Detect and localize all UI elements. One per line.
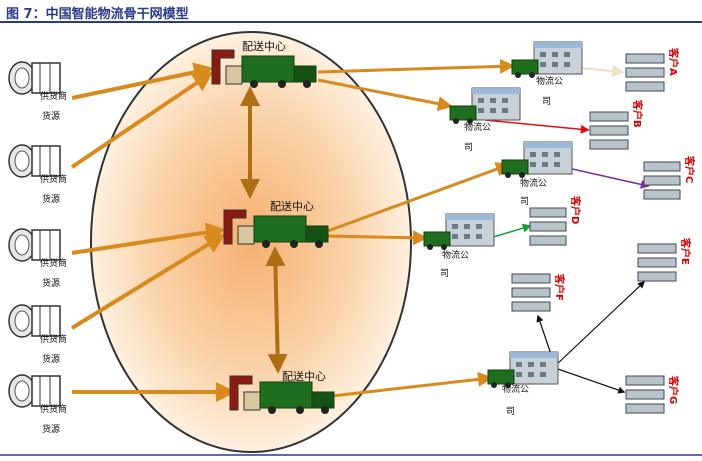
building-truck-icon	[487, 351, 559, 388]
supplier-icon	[8, 304, 61, 338]
customer-buildings-icon	[589, 111, 629, 150]
logistics-company-label: 物流公	[520, 177, 547, 189]
warehouse-truck-icon	[229, 375, 335, 414]
supplier-label: 供货商	[40, 90, 67, 102]
distribution-center-label: 配送中心	[242, 39, 286, 53]
customer-E: 客户E	[637, 237, 692, 282]
arrow-log4-custD	[489, 223, 532, 239]
supplier-sublabel: 货源	[42, 110, 60, 122]
customer-A: 客户A	[625, 47, 680, 92]
logistics-company-label: 物流公	[536, 75, 563, 87]
logistics-company-5: 物流公 司	[487, 351, 559, 417]
supplier-sublabel: 货源	[42, 277, 60, 289]
supplier-icon	[8, 374, 61, 408]
building-truck-icon	[423, 213, 495, 250]
supplier-label: 供货商	[40, 333, 67, 345]
customer-buildings-icon	[529, 207, 567, 246]
logistics-company-sublabel: 司	[542, 96, 551, 107]
supplier-1: 供货商 货源	[8, 61, 67, 122]
supplier-icon	[8, 228, 61, 262]
arrow-dc2-log4	[324, 230, 428, 246]
customer-buildings-icon	[511, 273, 551, 312]
supplier-3: 供货商 货源	[8, 228, 67, 289]
customer-D: 客户D	[529, 195, 582, 246]
customer-B: 客户B	[589, 99, 644, 150]
arrow-supplier3-dc2	[71, 222, 226, 255]
supplier-label: 供货商	[40, 403, 67, 415]
supplier-4: 供货商 货源	[8, 304, 67, 365]
arrow-log1-custA	[579, 65, 625, 78]
customer-buildings-icon	[637, 243, 677, 282]
customer-buildings-icon	[625, 375, 665, 414]
supplier-sublabel: 货源	[42, 193, 60, 205]
logistics-company-label: 物流公	[464, 121, 491, 133]
customer-buildings-icon	[625, 53, 665, 92]
customer-label: 客户D	[569, 195, 582, 224]
customer-G: 客户G	[625, 375, 680, 414]
building-truck-icon	[501, 141, 573, 178]
supplier-5: 供货商 货源	[8, 374, 67, 435]
supplier-2: 供货商 货源	[8, 144, 67, 205]
figure-title: 图 7：中国智能物流骨干网模型	[6, 7, 189, 22]
distribution-center-3: 配送中心	[229, 369, 335, 414]
customer-C: 客户C	[643, 155, 696, 200]
distribution-center-2: 配送中心	[223, 199, 329, 248]
building-truck-icon	[449, 87, 521, 124]
logistics-company-sublabel: 司	[520, 196, 529, 207]
logistics-company-4: 物流公 司	[423, 213, 495, 279]
arrow-dc2-dc3	[265, 246, 288, 374]
logistics-company-1: 物流公 司	[511, 41, 583, 107]
customer-label: 客户G	[667, 375, 680, 404]
arrow-dc1-log1	[317, 58, 515, 74]
arrow-dc3-log5	[331, 371, 493, 398]
arrow-supplier1-dc1	[71, 62, 214, 100]
supplier-icon	[8, 61, 61, 95]
warehouse-truck-icon	[223, 209, 329, 248]
dc-links	[240, 86, 288, 374]
supplier-label: 供货商	[40, 173, 67, 185]
logistics-company-sublabel: 司	[464, 142, 473, 153]
supplier-label: 供货商	[40, 257, 67, 269]
distribution-center-1: 配送中心	[211, 39, 317, 88]
distribution-center-label: 配送中心	[282, 369, 326, 383]
logistics-company-3: 物流公 司	[501, 141, 573, 207]
arrow-log2-custB	[484, 119, 590, 134]
customer-F: 客户F	[511, 273, 566, 312]
distribution-center-label: 配送中心	[270, 199, 314, 213]
logistics-company-label: 物流公	[502, 383, 529, 395]
customer-buildings-icon	[643, 161, 681, 200]
supplier-icon	[8, 144, 61, 178]
customer-label: 客户C	[683, 155, 696, 183]
arrow-dc2-log3	[324, 162, 511, 234]
arrow-supplier2-dc1	[70, 71, 214, 169]
building-truck-icon	[511, 41, 583, 78]
arrow-supplier4-dc2	[70, 233, 226, 330]
arrow-log5-custG	[554, 367, 626, 394]
arrow-log5-custE	[554, 281, 646, 367]
logistics-company-sublabel: 司	[506, 406, 515, 417]
supplier-arrows	[70, 62, 236, 402]
warehouse-truck-icon	[211, 49, 317, 88]
customer-label: 客户B	[631, 99, 644, 128]
customer-label: 客户A	[667, 47, 680, 76]
customer-label: 客户E	[679, 237, 692, 265]
dc-to-logistics-arrows	[317, 58, 515, 398]
arrow-dc1-log2	[317, 78, 453, 112]
logistics-company-sublabel: 司	[440, 268, 449, 279]
arrow-log3-custC	[567, 167, 650, 189]
supplier-sublabel: 货源	[42, 353, 60, 365]
supplier-sublabel: 货源	[42, 423, 60, 435]
customer-label: 客户F	[553, 273, 566, 301]
logistics-company-label: 物流公	[442, 249, 469, 261]
logistics-company-2: 物流公 司	[449, 87, 521, 153]
